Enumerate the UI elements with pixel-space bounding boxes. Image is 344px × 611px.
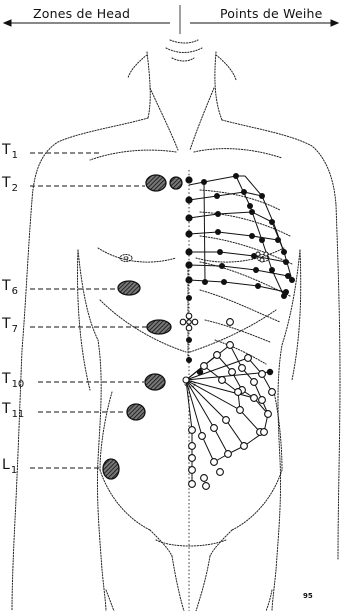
arm-right-outer [336,205,340,560]
head-zone-t6 [118,281,140,295]
thigh-inner-left [172,556,184,611]
head-zone-t2 [146,175,166,191]
signature-mark: 95 [303,592,313,600]
neck-right [215,52,222,120]
pubic-line [156,540,226,546]
weihe-points-open [180,313,275,489]
groin-right [210,530,232,556]
header-head-zones-label: Zones de Head [33,6,130,21]
iliac-left [100,470,150,530]
head-zone-t11 [127,404,145,420]
iliac-right [232,470,282,530]
leader-lines [30,153,147,468]
segment-label-t1: T1 [2,143,18,159]
jaw-right [216,55,236,80]
thigh-right [266,590,272,611]
clavicle-right [194,149,282,158]
nipple-left [120,255,132,262]
navel-hub [183,377,189,383]
segment-label-t7: T7 [2,317,18,333]
segment-label-l1: L1 [2,458,17,474]
arm-right-inner [292,250,301,380]
segment-label-t11: T11 [2,402,24,418]
header-weihe-points-label: Points de Weihe [220,6,323,21]
segment-label-t10: T10 [2,372,24,388]
costal-left [100,300,186,352]
head-zone-t10 [145,374,165,390]
head-zone-l1 [103,459,119,479]
body-outline [12,40,340,611]
pectoral-left [98,248,176,262]
belly-left [100,392,112,470]
nipple-left-inner [124,257,128,260]
sternocleido-right [190,88,214,150]
arm-left-inner [78,250,91,390]
thigh-inner-right [196,556,210,611]
thigh-left [106,590,114,611]
torso-left [78,250,106,611]
segment-label-t6: T6 [2,279,18,295]
chin-fold [166,40,202,61]
segment-label-t2: T2 [2,176,18,192]
head-zone-t7 [147,320,171,334]
jaw-left [128,55,147,78]
sternocleido-left [150,88,178,150]
clavicle-left [90,150,176,160]
head-zone-t2b [170,177,182,189]
neck-left [147,52,150,118]
shoulder-left [32,118,148,200]
groin-left [150,530,172,556]
torso-right [272,250,300,611]
